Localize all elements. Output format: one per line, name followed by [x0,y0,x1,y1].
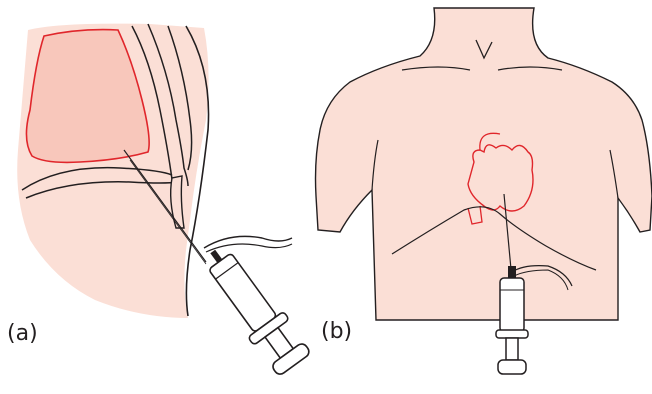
panel-a [17,24,313,378]
syringe-icon [195,239,313,378]
panel-b-label: (b) [321,321,352,343]
panel-a-label: (a) [7,323,38,345]
wire-outer [206,244,292,252]
torso-icon [316,8,652,320]
panel-b [316,8,652,374]
wire [204,236,292,248]
syringe-icon [496,266,528,374]
